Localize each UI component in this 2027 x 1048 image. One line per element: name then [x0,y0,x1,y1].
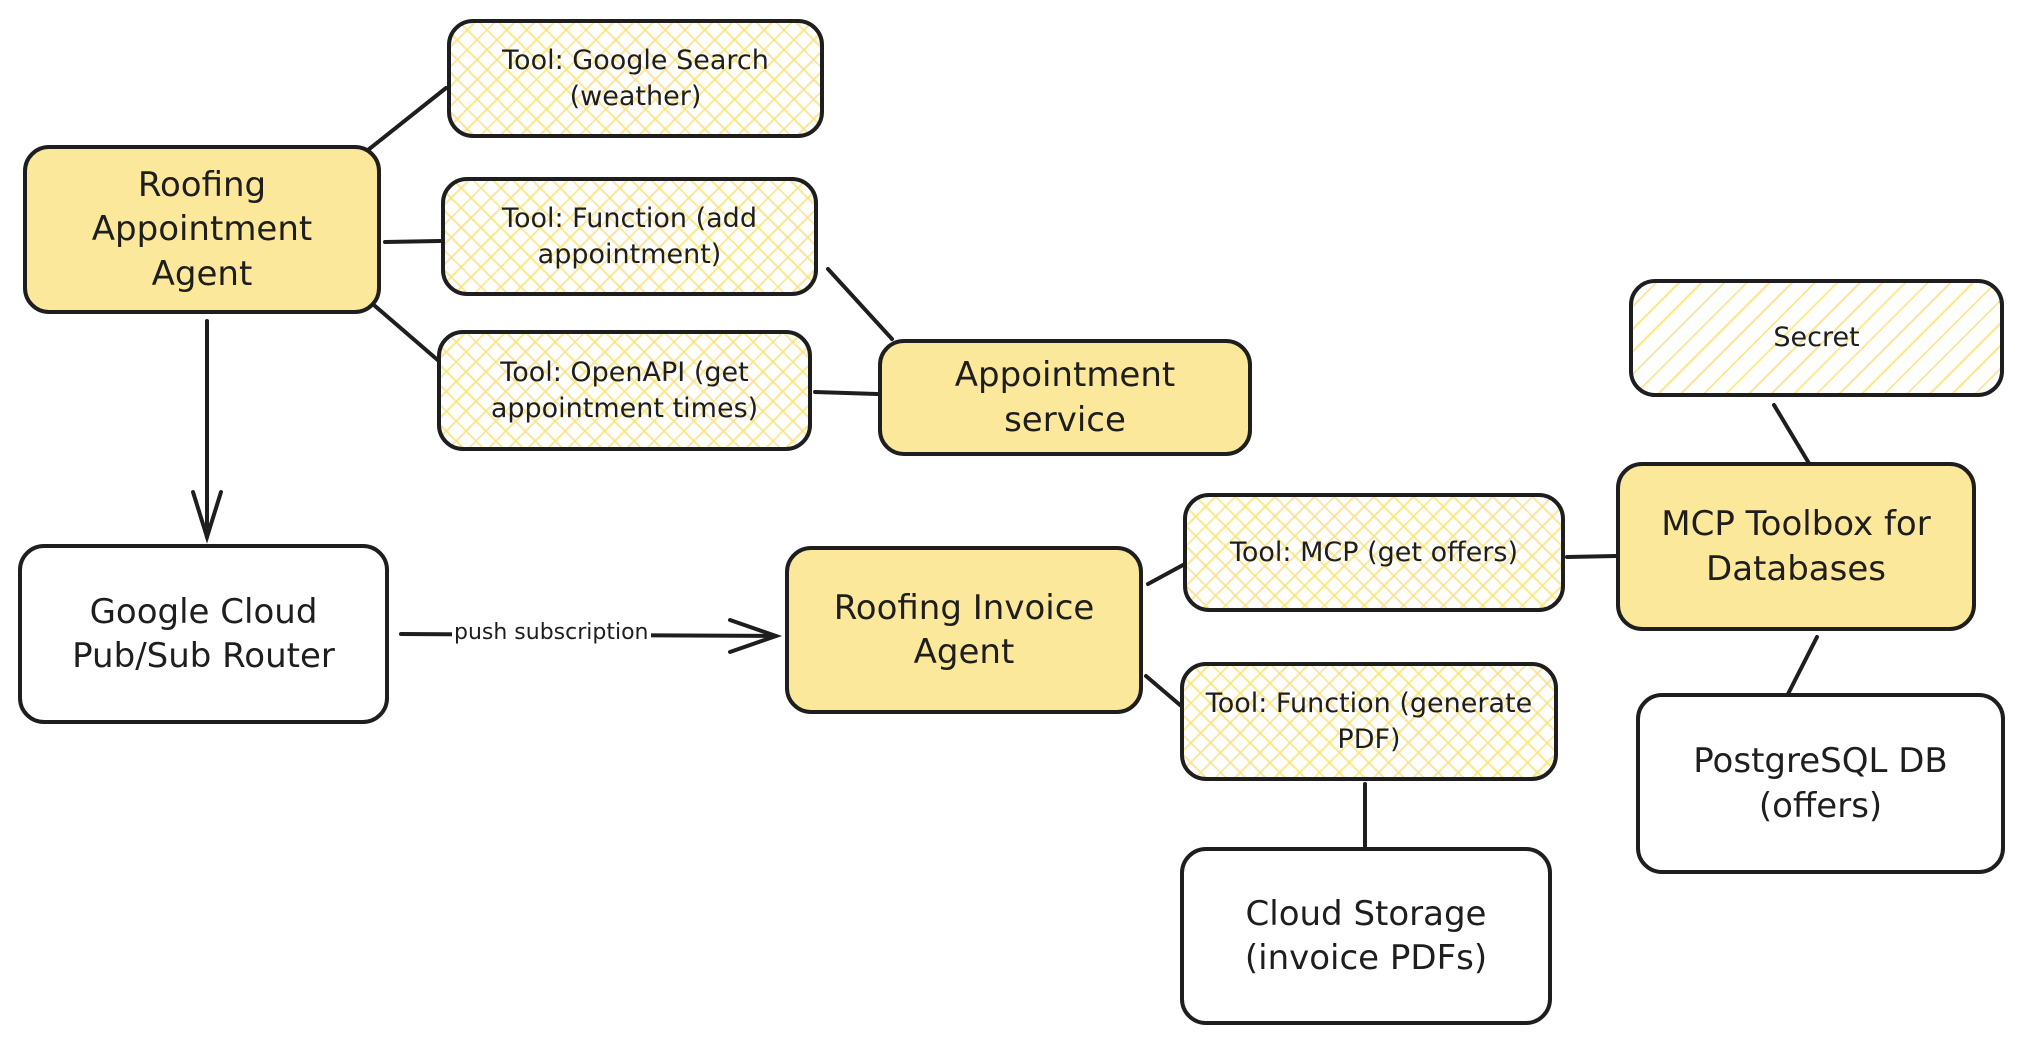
edge-invoice-tool-mcp [1146,563,1185,586]
node-label: Appointment service [954,355,1176,440]
node-label: Google Cloud Pub/Sub Router [72,591,335,676]
tool-openapi-node[interactable]: Tool: OpenAPI (get appointment times) [437,330,812,451]
edge-agent-function-add [383,239,442,244]
node-label: Tool: Google Search (weather) [502,45,769,112]
appointment-service-node[interactable]: Appointment service [878,339,1252,456]
arrow-agent-to-pubsub [191,319,223,544]
tool-function-add-node[interactable]: Tool: Function (add appointment) [441,177,818,296]
tool-function-pdf-node[interactable]: Tool: Function (generate PDF) [1180,662,1558,781]
tool-mcp-node[interactable]: Tool: MCP (get offers) [1183,493,1565,612]
secret-node[interactable]: Secret [1629,279,2004,397]
node-label: PostgreSQL DB (offers) [1693,741,1948,826]
node-label: MCP Toolbox for Databases [1661,504,1931,589]
roofing-appointment-agent-node[interactable]: Roofing Appointment Agent [23,145,381,314]
edge-tool-mcp-toolbox [1565,554,1618,559]
node-label: Tool: MCP (get offers) [1229,536,1519,568]
mcp-toolbox-node[interactable]: MCP Toolbox for Databases [1616,462,1976,631]
edge-openapi-appointment-service [813,390,879,396]
node-label: Cloud Storage (invoice PDFs) [1244,893,1488,978]
node-label: Secret [1773,322,1860,354]
pubsub-router-node[interactable]: Google Cloud Pub/Sub Router [18,544,389,724]
tool-google-search-node[interactable]: Tool: Google Search (weather) [447,19,824,138]
roofing-invoice-agent-node[interactable]: Roofing Invoice Agent [785,546,1143,714]
postgres-node[interactable]: PostgreSQL DB (offers) [1636,693,2005,874]
push-subscription-label: push subscription [452,620,651,645]
edge-agent-google-search [366,86,448,152]
edge-function-appointment-service [826,267,894,341]
node-label: Tool: Function (generate PDF) [1205,688,1533,755]
cloud-storage-node[interactable]: Cloud Storage (invoice PDFs) [1180,847,1552,1025]
edge-toolbox-postgres [1786,635,1819,696]
edge-invoice-tool-pdf [1144,674,1182,707]
edge-agent-openapi [373,304,442,364]
node-label: Tool: OpenAPI (get appointment times) [490,357,759,424]
node-label: Roofing Invoice Agent [833,587,1095,672]
edge-secret-toolbox [1772,403,1812,467]
node-label: Roofing Appointment Agent [91,165,313,294]
node-label: Tool: Function (add appointment) [502,203,757,270]
